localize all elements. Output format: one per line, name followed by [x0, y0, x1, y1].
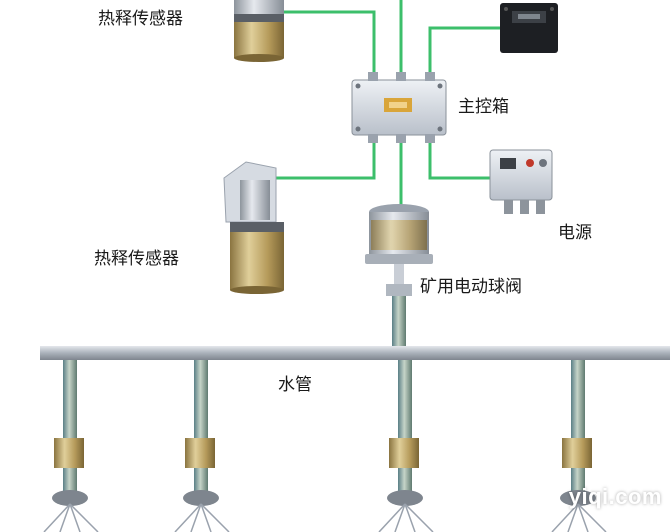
wire-power	[428, 135, 490, 180]
heat-sensor-top	[234, 0, 284, 62]
label-valve: 矿用电动球阀	[420, 277, 522, 297]
watermark-logo: yiqi.com	[568, 484, 662, 509]
sprinkler-drop-3	[378, 360, 434, 532]
water-pipe	[40, 346, 670, 360]
wire-display	[428, 26, 500, 80]
main-control-box	[351, 72, 447, 143]
display-unit	[500, 3, 558, 53]
label-power: 电源	[558, 223, 592, 243]
label-sensor-top: 热释传感器	[98, 9, 183, 29]
heat-sensor-bottom	[223, 161, 284, 294]
label-sensor-bottom: 热释传感器	[94, 249, 179, 269]
label-water-pipe: 水管	[278, 375, 312, 395]
electric-ball-valve	[365, 204, 433, 346]
sprinkler-drop-2	[174, 360, 230, 532]
sprinkler-drop-4	[551, 360, 607, 532]
sprinkler-drop-1	[43, 360, 99, 532]
wire-sensor-top	[282, 10, 376, 80]
power-supply-box	[489, 149, 553, 214]
signal-wires	[276, 0, 500, 205]
label-main-box: 主控箱	[458, 97, 509, 117]
wire-sensor-bottom	[276, 135, 376, 180]
